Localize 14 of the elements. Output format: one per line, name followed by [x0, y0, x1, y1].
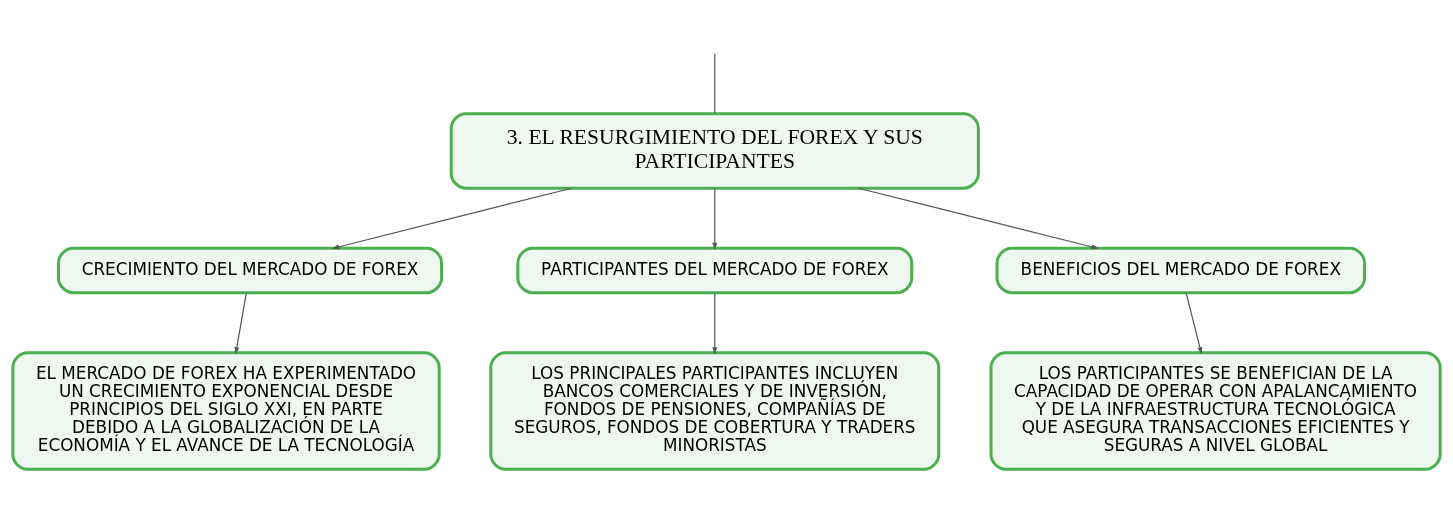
- node-box: LOS PARTICIPANTES SE BENEFICIAN DE LA CAPACIDAD DE OPERAR CON APALANCAMIENTO Y DE LA INFRAESTRUCTURA TECNOLÓGICA QUE ASEGURA TRANSACCIONES EFICIENTES Y SEGURAS A NIVEL GLOBAL: [989, 350, 1442, 471]
- node-box: LOS PRINCIPALES PARTICIPANTES INCLUYEN BANCOS COMERCIALES Y DE INVERSIÓN, FONDOS DE PENSIONES, COMPAÑÍAS DE SEGUROS, FONDOS DE COBERTURA Y TRADERS MINORISTAS: [489, 350, 941, 471]
- node-box: BENEFICIOS DEL MERCADO DE FOREX: [995, 246, 1366, 294]
- arrow: [234, 292, 247, 354]
- arrow: [331, 187, 573, 249]
- node-box: 3. EL RESURGIMIENTO DEL FOREX Y SUS PARTICIPANTES: [449, 111, 980, 190]
- node-box: CRECIMIENTO DEL MERCADO DE FOREX: [56, 246, 444, 294]
- node-box: EL MERCADO DE FOREX HA EXPERIMENTADO UN CRECIMIENTO EXPONENCIAL DESDE PRINCIPIOS DEL SIGLO XXI, EN PARTE DEBIDO A LA GLOBALIZACIÓN DE LA ECONOMÍA Y EL AVANCE DE LA TECNOLOGÍA: [11, 350, 441, 471]
- arrow: [857, 187, 1099, 249]
- arrow: [712, 187, 718, 250]
- arrow: [1185, 292, 1203, 354]
- arrow: [712, 292, 718, 354]
- connector: [714, 52, 716, 114]
- node-box: PARTICIPANTES DEL MERCADO DE FOREX: [516, 246, 914, 294]
